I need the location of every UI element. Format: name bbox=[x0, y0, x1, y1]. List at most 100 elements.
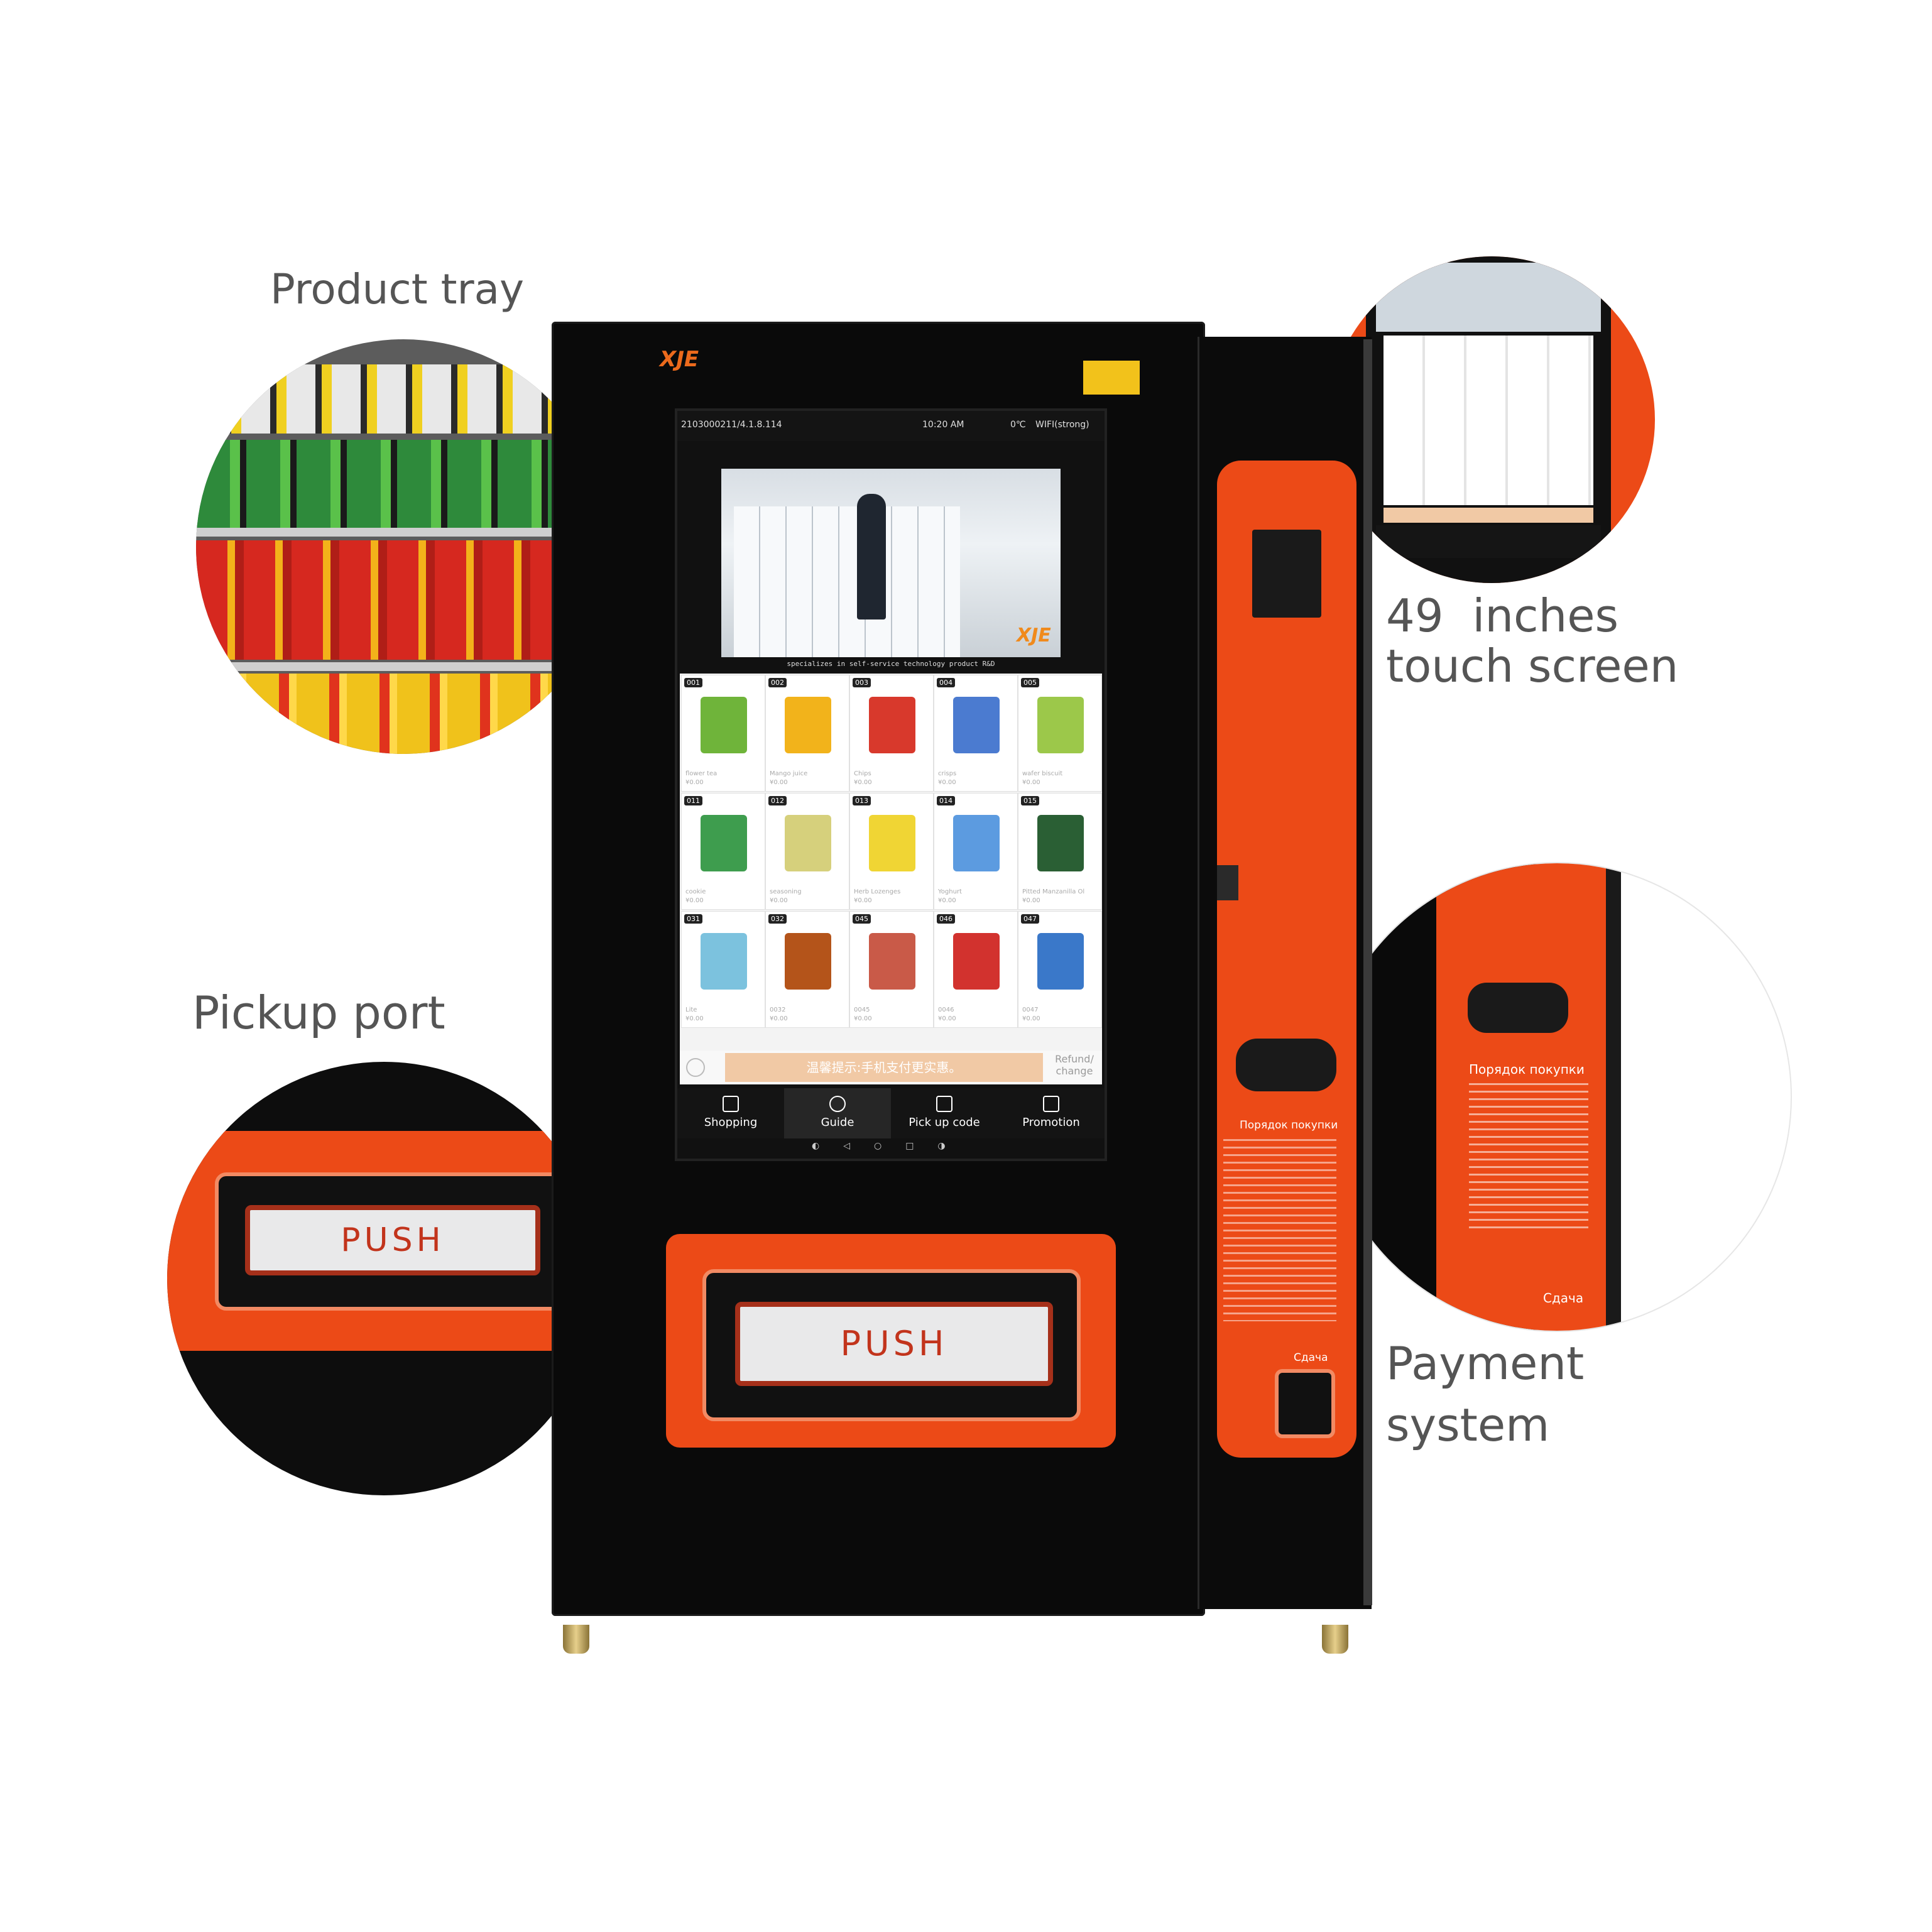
zoom-panel-title: Порядок покупки bbox=[1469, 1062, 1585, 1077]
product-price: ¥0.00 bbox=[685, 897, 704, 904]
zoom-change-label: Сдача bbox=[1543, 1291, 1584, 1306]
left-foot bbox=[563, 1625, 589, 1654]
product-price: ¥0.00 bbox=[1022, 779, 1040, 786]
product-price: ¥0.00 bbox=[685, 779, 704, 786]
tray-shelf-1 bbox=[196, 528, 611, 537]
panel-title: Порядок покупки bbox=[1240, 1119, 1338, 1132]
product-tray-zoom bbox=[196, 339, 611, 754]
tray-row-bottles bbox=[196, 540, 611, 660]
product-price: ¥0.00 bbox=[854, 897, 872, 904]
product-code: 014 bbox=[937, 796, 955, 805]
product-code: 005 bbox=[1021, 678, 1039, 687]
product-tray-label: Product tray bbox=[270, 265, 525, 314]
zoom-grid bbox=[1384, 336, 1593, 505]
product-code: 003 bbox=[853, 678, 871, 687]
brand-logo: XJE bbox=[660, 347, 699, 372]
product-name: Yoghurt bbox=[938, 888, 962, 895]
product-name: cookie bbox=[685, 888, 706, 895]
product-code: 031 bbox=[684, 914, 702, 924]
zoom-navbar bbox=[1376, 525, 1601, 558]
vending-side-strip bbox=[1363, 339, 1372, 1605]
product-image bbox=[953, 933, 1000, 990]
coin-slot[interactable] bbox=[1236, 1039, 1336, 1091]
product-name: Lite bbox=[685, 1007, 697, 1013]
nav-guide[interactable]: Guide bbox=[784, 1088, 891, 1138]
wifi-status: WIFI(strong) bbox=[1035, 420, 1089, 430]
product-name: 0045 bbox=[854, 1007, 870, 1013]
payment-system-label-line2: system bbox=[1386, 1399, 1550, 1451]
phone-icon[interactable] bbox=[686, 1058, 705, 1077]
product-name: 0047 bbox=[1022, 1007, 1039, 1013]
nav-shopping-label: Shopping bbox=[704, 1116, 758, 1129]
product-name: Pitted Manzanilla Ol bbox=[1022, 888, 1085, 895]
payment-system-label-line1: Payment bbox=[1386, 1337, 1585, 1390]
product-image bbox=[869, 933, 915, 990]
product-price: ¥0.00 bbox=[770, 1015, 788, 1022]
promo-video[interactable]: XJE bbox=[721, 469, 1061, 657]
pickup-port-zoom: PUSH bbox=[167, 1062, 601, 1495]
product-cell[interactable]: 004 crisps ¥0.00 bbox=[934, 675, 1018, 792]
code-icon bbox=[936, 1096, 952, 1112]
bag-icon bbox=[723, 1096, 739, 1112]
touch-screen[interactable]: 2103000211/4.1.8.114 10:20 AM 0℃ WIFI(st… bbox=[675, 408, 1107, 1161]
product-price: ¥0.00 bbox=[854, 1015, 872, 1022]
product-name: crisps bbox=[938, 770, 957, 777]
zoom-side-rail bbox=[1606, 863, 1621, 1331]
product-code: 004 bbox=[937, 678, 955, 687]
door-lock[interactable] bbox=[1217, 865, 1238, 900]
change-tray[interactable] bbox=[1275, 1369, 1335, 1438]
nav-pickup-label: Pick up code bbox=[909, 1116, 980, 1129]
nav-pickup-code[interactable]: Pick up code bbox=[891, 1088, 998, 1138]
product-price: ¥0.00 bbox=[938, 897, 956, 904]
nav-promotion[interactable]: Promotion bbox=[998, 1088, 1105, 1138]
product-code: 032 bbox=[768, 914, 787, 924]
nav-shopping[interactable]: Shopping bbox=[677, 1088, 784, 1138]
product-image bbox=[1037, 697, 1084, 753]
payment-panel: Порядок покупки Сдача bbox=[1217, 461, 1356, 1458]
gift-icon bbox=[1043, 1096, 1059, 1112]
product-image bbox=[953, 815, 1000, 871]
product-name: seasoning bbox=[770, 888, 802, 895]
product-price: ¥0.00 bbox=[1022, 897, 1040, 904]
pickup-push-door[interactable]: PUSH bbox=[735, 1302, 1053, 1386]
product-price: ¥0.00 bbox=[770, 897, 788, 904]
product-price: ¥0.00 bbox=[1022, 1015, 1040, 1022]
product-price: ¥0.00 bbox=[938, 779, 956, 786]
device-id: 2103000211/4.1.8.114 bbox=[681, 420, 782, 430]
zoom-push-button: PUSH bbox=[245, 1205, 540, 1275]
notice-banner: 温馨提示:手机支付更实惠。 bbox=[725, 1053, 1043, 1082]
video-person bbox=[857, 494, 886, 619]
video-locker-wall bbox=[734, 506, 960, 657]
card-reader-slot[interactable] bbox=[1252, 530, 1321, 618]
tray-shelf-2 bbox=[196, 662, 611, 671]
product-image bbox=[1037, 933, 1084, 990]
nav-guide-label: Guide bbox=[821, 1116, 854, 1129]
product-image bbox=[785, 697, 831, 753]
product-image bbox=[953, 697, 1000, 753]
zoom-video bbox=[1376, 263, 1601, 332]
product-price: ¥0.00 bbox=[938, 1015, 956, 1022]
product-code: 015 bbox=[1021, 796, 1039, 805]
product-name: Herb Lozenges bbox=[854, 888, 901, 895]
refund-change-button[interactable]: Refund/ change bbox=[1055, 1053, 1094, 1077]
pickup-port-label: Pickup port bbox=[192, 986, 445, 1039]
product-price: ¥0.00 bbox=[854, 779, 872, 786]
product-name: Mango juice bbox=[770, 770, 808, 777]
video-caption: specializes in self-service technology p… bbox=[787, 660, 995, 668]
touch-screen-label-line1: 49 inches bbox=[1386, 589, 1619, 642]
system-nav-buttons[interactable]: ◐◁○□◑ bbox=[812, 1141, 969, 1151]
